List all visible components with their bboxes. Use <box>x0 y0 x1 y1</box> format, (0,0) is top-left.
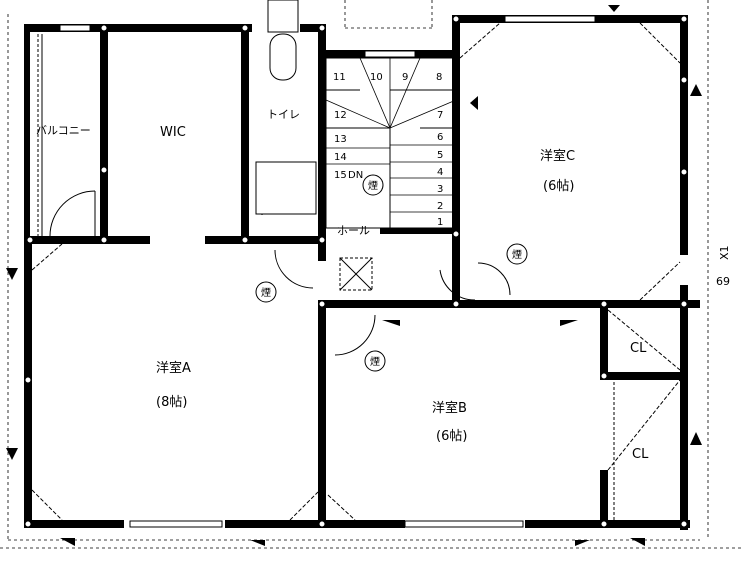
room-b-name: 洋室B <box>432 400 467 416</box>
step-3: 3 <box>437 184 443 195</box>
room-a-size: (8帖) <box>156 395 187 410</box>
stair-treads <box>325 57 457 213</box>
room-b-size: (6帖) <box>436 429 467 444</box>
toilet-label: トイレ <box>267 108 300 121</box>
walls <box>24 15 700 530</box>
wic-label: WIC <box>160 125 186 140</box>
dimension-x1: X1 <box>718 245 731 260</box>
step-9: 9 <box>402 72 408 83</box>
interior-lines <box>31 22 681 521</box>
step-8: 8 <box>436 72 442 83</box>
smoke-symbol-4: 煙 <box>370 356 380 368</box>
column-markers <box>24 15 688 528</box>
smoke-symbol-2: 煙 <box>512 249 522 261</box>
stair-dn-label: DN <box>348 170 363 181</box>
step-6: 6 <box>437 132 443 143</box>
room-a-name: 洋室A <box>156 360 191 376</box>
smoke-symbol-1: 煙 <box>368 180 378 192</box>
windows <box>59 15 596 528</box>
balcony-label: バルコニー <box>36 124 91 137</box>
step-13: 13 <box>334 134 347 145</box>
room-c-size: (6帖) <box>543 179 574 194</box>
toilet-fixture <box>255 0 317 215</box>
step-2: 2 <box>437 201 443 212</box>
triangle-marks <box>6 5 702 546</box>
step-14: 14 <box>334 152 347 163</box>
step-4: 4 <box>437 167 443 178</box>
step-10: 10 <box>370 72 383 83</box>
hatch-square <box>339 257 373 291</box>
step-11: 11 <box>333 72 346 83</box>
step-1: 1 <box>437 217 443 228</box>
step-5: 5 <box>437 150 443 161</box>
closet-label-2: CL <box>632 447 649 462</box>
hall-label: ホール <box>337 224 370 237</box>
smoke-detector-circles <box>255 174 528 372</box>
step-15: 15 <box>334 170 347 181</box>
step-12: 12 <box>334 110 347 121</box>
smoke-symbol-3: 煙 <box>261 287 271 299</box>
room-c-name: 洋室C <box>540 148 575 164</box>
dimension-x1-value: 69 <box>716 275 730 288</box>
step-7: 7 <box>437 110 443 121</box>
closet-label-1: CL <box>630 341 647 356</box>
